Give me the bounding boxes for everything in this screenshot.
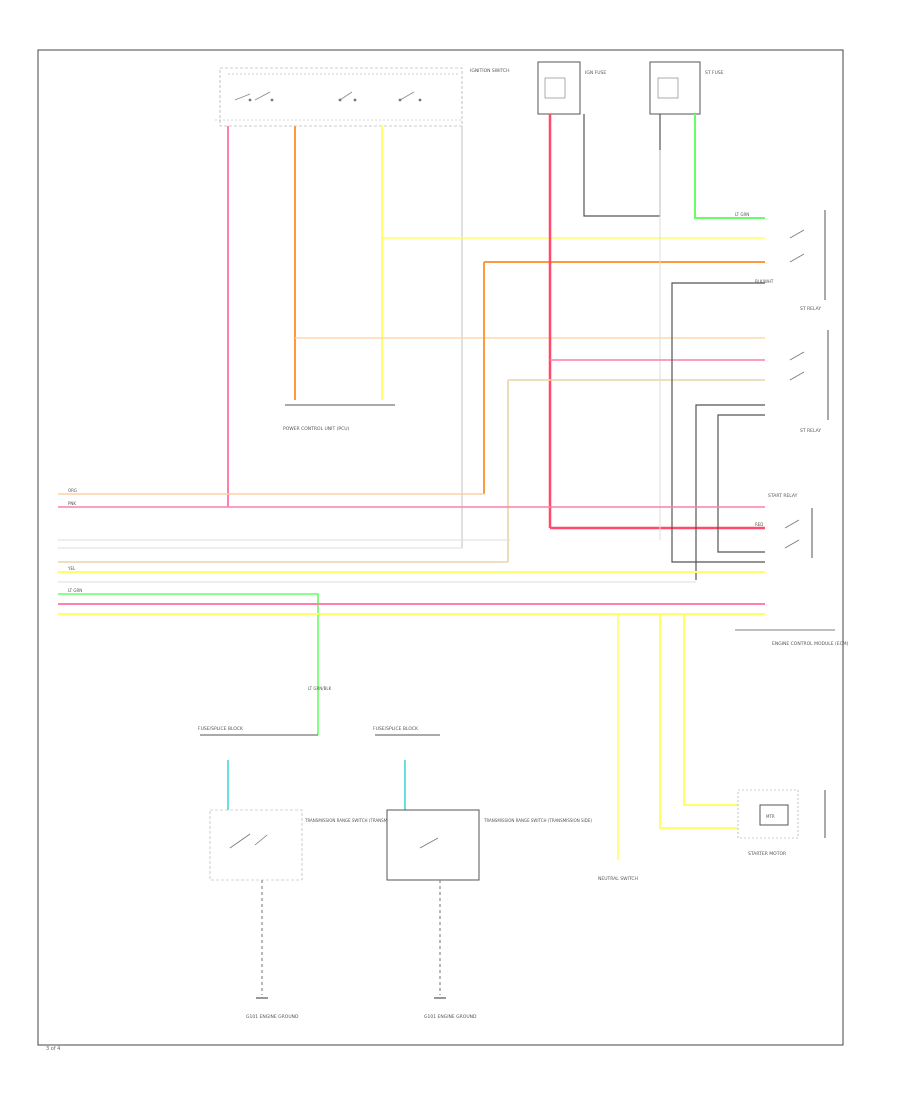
- st-relay-2-label: ST RELAY: [800, 428, 821, 434]
- ignition-switch-label: IGNITION SWITCH: [470, 68, 510, 74]
- fuse-2-label: ST FUSE: [705, 70, 724, 76]
- fuse-splice-1-label: FUSE/SPLICE BLOCK: [198, 726, 244, 732]
- wire-black-fuse-link: [583, 114, 661, 217]
- wire-black-relay2b: [717, 414, 765, 553]
- ignition-switch: IGNITION SWITCH: [215, 67, 510, 127]
- trans-range-switch-2: TRANSMISSION RANGE SWITCH (TRANSMISSION …: [386, 809, 592, 881]
- wire-label-ltgrn-relay: LT GRN: [735, 212, 749, 217]
- trans-range-2-label: TRANSMISSION RANGE SWITCH (TRANSMISSION …: [483, 818, 592, 823]
- wire-label-red: RED: [755, 522, 763, 527]
- trans-range-switch-1: TRANSMISSION RANGE SWITCH (TRANSMISSION …: [209, 809, 413, 881]
- wire-black-relay2: [695, 404, 765, 580]
- neutral-switch-label: NEUTRAL SWITCH: [598, 876, 638, 882]
- wire-label-org: ORG: [68, 488, 77, 493]
- trans-range-1-label: TRANSMISSION RANGE SWITCH (TRANSMISSION …: [304, 818, 413, 823]
- st-relay-2: ST RELAY: [789, 330, 829, 434]
- starter-motor: MTR STARTER MOTOR: [737, 789, 826, 857]
- wire-label-blkwht: BLK/WHT: [755, 279, 774, 284]
- ground-1-label: G101 ENGINE GROUND: [246, 1014, 299, 1020]
- fuse-2: ST FUSE: [649, 61, 724, 115]
- st-relay-1: ST RELAY: [789, 210, 826, 312]
- wire-green-fuse2: [694, 114, 765, 219]
- ecm-label: ENGINE CONTROL MODULE (ECM): [772, 641, 849, 647]
- starter-motor-body: MTR: [766, 814, 775, 819]
- ground-2-label: G101 ENGINE GROUND: [424, 1014, 477, 1020]
- wire-yellow-starter2: [659, 614, 738, 829]
- wire-label-ltgrnblk: LT GRN/BLK: [308, 686, 332, 691]
- start-relay: START RELAY: [768, 493, 813, 558]
- pcu-label: POWER CONTROL UNIT (PCU): [283, 426, 350, 432]
- diagram-frame: [37, 49, 844, 1046]
- wire-label-pnk: PNK: [68, 501, 76, 506]
- engine-control-module: ENGINE CONTROL MODULE (ECM): [735, 629, 849, 647]
- fuse-1-label: IGN FUSE: [585, 70, 606, 76]
- starter-motor-label: STARTER MOTOR: [748, 851, 786, 857]
- wire-yellow-starter1: [683, 614, 738, 806]
- wire-black-relay1: [671, 282, 765, 563]
- page-number: 3 of 4: [46, 1046, 61, 1052]
- fuse-1: IGN FUSE: [537, 61, 606, 115]
- start-relay-label: START RELAY: [768, 493, 798, 499]
- wire-label-yel: YEL: [67, 566, 76, 571]
- fuse-splice-2-label: FUSE/SPLICE BLOCK: [373, 726, 419, 732]
- wire-bus-green: [58, 593, 319, 735]
- st-relay-1-label: ST RELAY: [800, 306, 821, 312]
- wire-label-ltgrn: LT GRN: [68, 588, 82, 593]
- power-control-unit: POWER CONTROL UNIT (PCU): [283, 404, 395, 432]
